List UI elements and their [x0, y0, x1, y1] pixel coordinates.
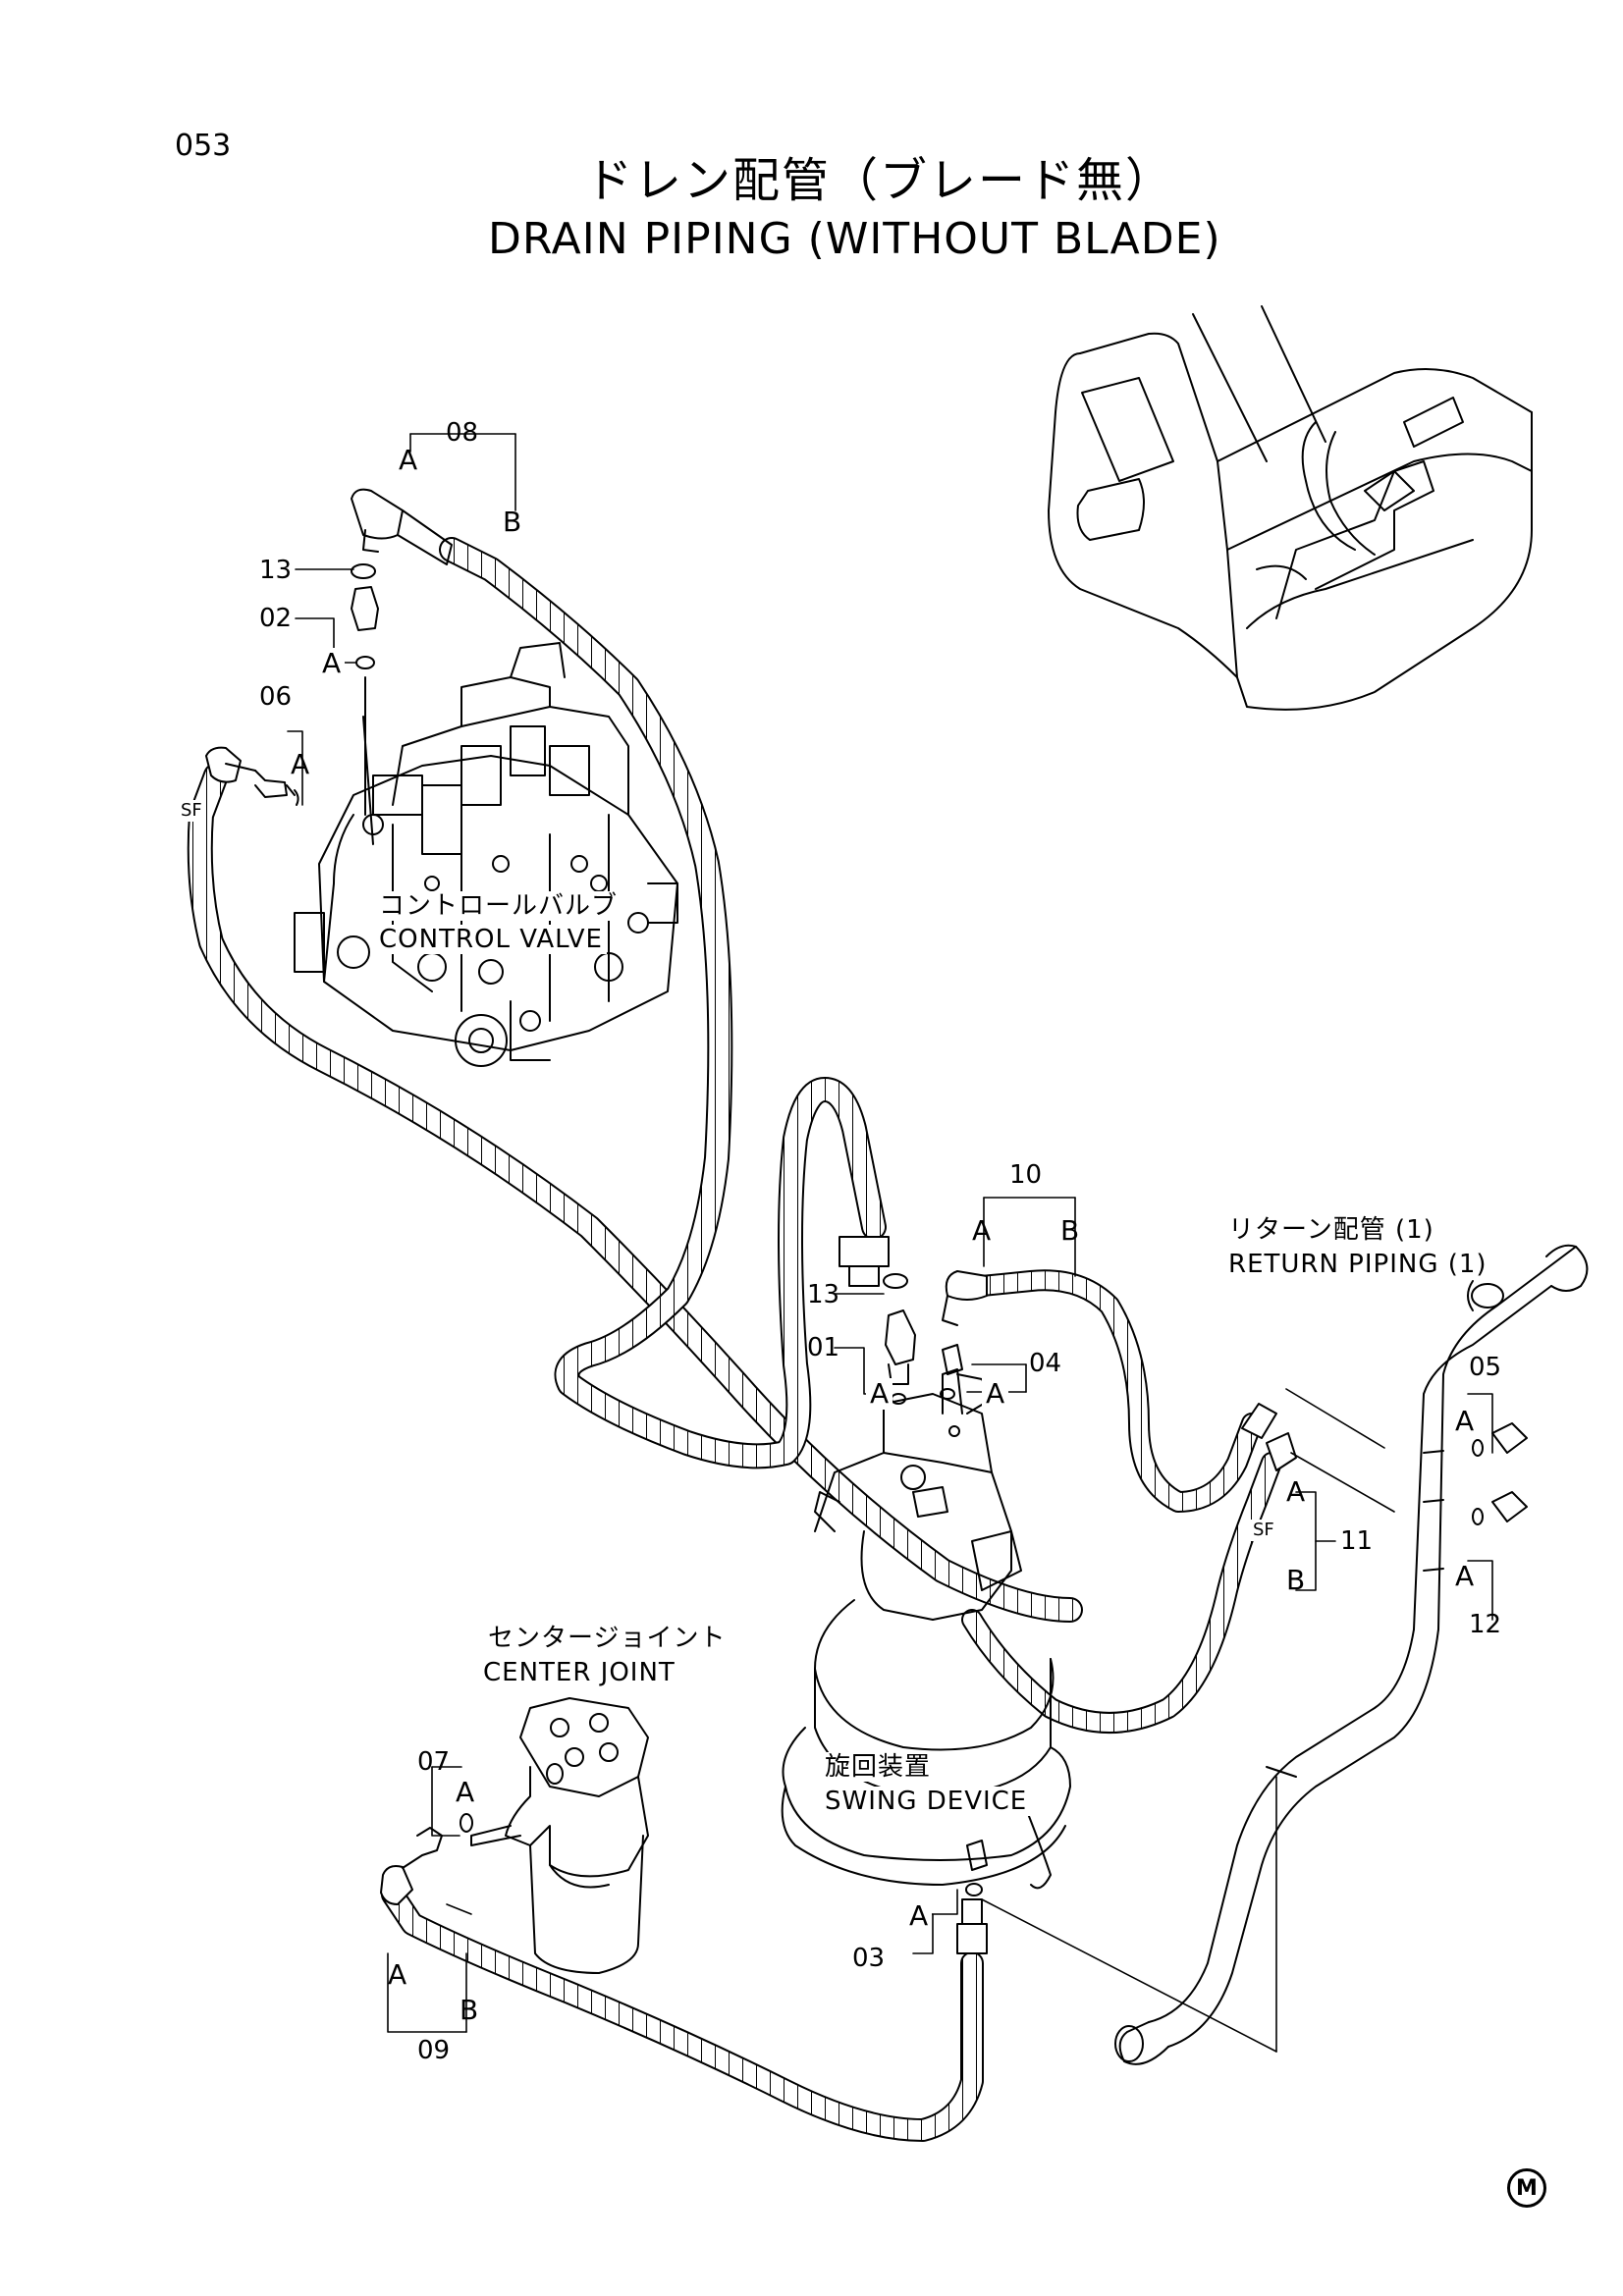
end-a-10: A: [972, 1214, 992, 1247]
part-number-08: 08: [446, 418, 479, 448]
sf-marker-06: SF: [177, 800, 206, 822]
page-number: 053: [175, 129, 232, 163]
swing-device-label-en: SWING DEVICE: [821, 1787, 1032, 1816]
hose-10-drain: [942, 1269, 1277, 1513]
end-a-09: A: [388, 1958, 407, 1991]
end-a-03: A: [905, 1900, 933, 1932]
page-title-english: DRAIN PIPING (WITHOUT BLADE): [488, 214, 1221, 264]
control-valve-label-jp: コントロールバルブ: [375, 891, 622, 921]
end-a-12: A: [1455, 1560, 1475, 1592]
control-valve-body: [294, 642, 678, 1067]
hose-09-drain: [380, 1827, 988, 2142]
hose-11-drain: [961, 1432, 1297, 1734]
part-number-11: 11: [1340, 1526, 1374, 1556]
part-number-03: 03: [852, 1944, 886, 1973]
center-joint-body: [470, 1697, 649, 1974]
end-a-05: A: [1455, 1405, 1475, 1437]
return-piping-label-en: RETURN PIPING (1): [1228, 1250, 1488, 1279]
return-piping-label-jp: リターン配管 (1): [1228, 1215, 1434, 1245]
part-number-12: 12: [1469, 1610, 1502, 1639]
part-number-05: 05: [1469, 1353, 1502, 1382]
fittings-02-13: [351, 563, 379, 816]
end-b-11: B: [1286, 1564, 1306, 1596]
end-a-06: A: [291, 748, 310, 780]
part-number-10: 10: [1009, 1160, 1043, 1190]
hose-08-drain: [351, 488, 890, 1469]
fittings-05-12: [1472, 1422, 1528, 1525]
end-a-07: A: [456, 1776, 475, 1808]
hose-06-drain: [187, 746, 1083, 1623]
end-b-09: B: [460, 1994, 479, 2026]
page-title-japanese: ドレン配管（ブレード無）: [585, 153, 1175, 208]
return-piping-body: [1114, 1244, 1589, 2065]
manufacturer-stamp: M: [1507, 2168, 1546, 2208]
fittings-03-07: [460, 1813, 988, 1896]
part-number-13-upper: 13: [259, 556, 293, 585]
part-number-07: 07: [417, 1747, 451, 1777]
center-joint-label-en: CENTER JOINT: [483, 1658, 676, 1687]
end-a-08: A: [399, 444, 418, 476]
center-joint-label-jp: センタージョイント: [488, 1624, 727, 1653]
end-b-10: B: [1060, 1214, 1080, 1247]
part-number-04: 04: [1029, 1349, 1062, 1378]
excavator-overview: [1048, 305, 1533, 711]
fittings-01-04-13: [883, 1273, 963, 1437]
part-number-13-lower: 13: [807, 1280, 840, 1309]
part-number-06: 06: [259, 682, 293, 712]
end-a-01: A: [866, 1378, 893, 1410]
control-valve-label-en: CONTROL VALVE: [375, 925, 607, 954]
end-a-11: A: [1286, 1475, 1306, 1508]
part-number-09: 09: [417, 2036, 451, 2065]
sf-marker-11: SF: [1249, 1520, 1278, 1541]
part-number-01: 01: [807, 1333, 840, 1362]
end-a-02: A: [318, 648, 346, 679]
end-b-08: B: [503, 506, 522, 538]
part-number-02: 02: [259, 604, 293, 633]
end-a-04: A: [982, 1378, 1009, 1410]
swing-device-label-jp: 旋回装置: [821, 1752, 936, 1782]
